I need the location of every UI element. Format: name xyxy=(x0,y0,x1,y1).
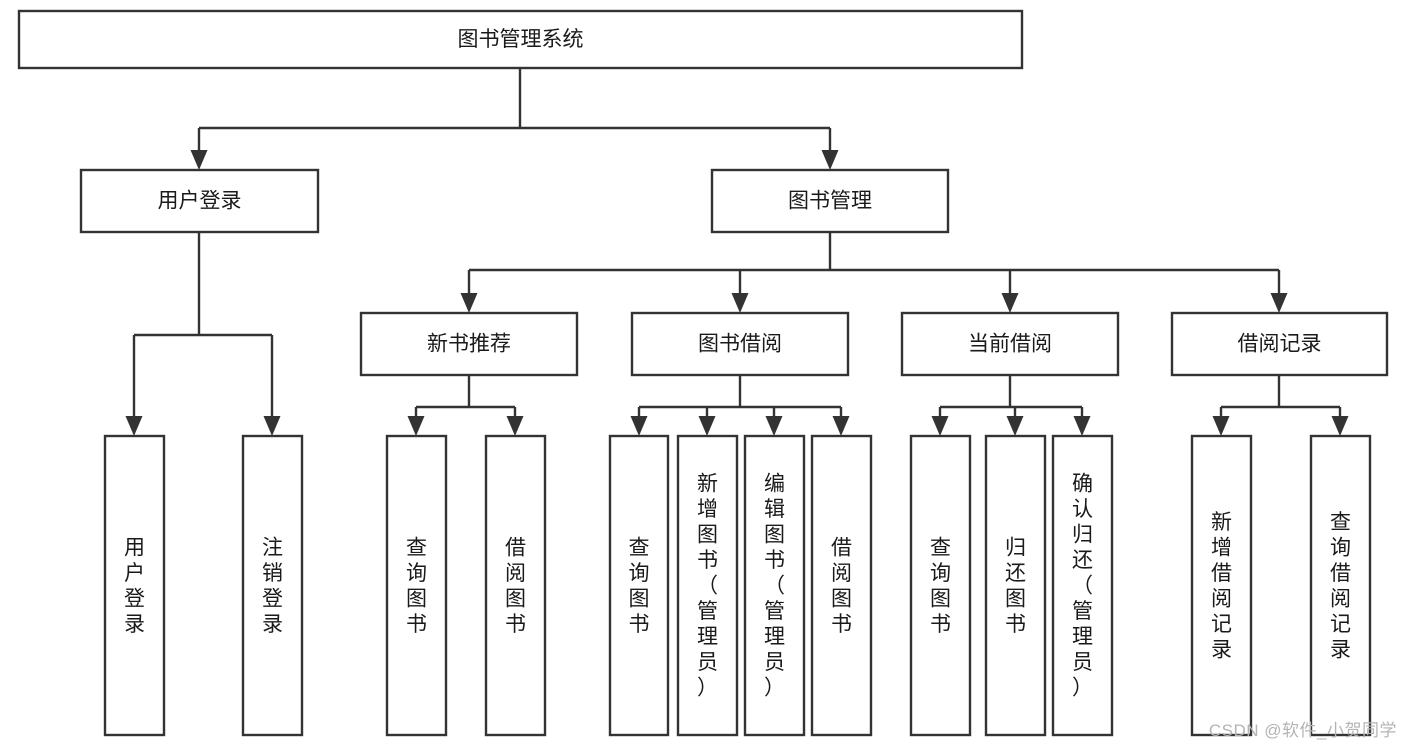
node-label: 新增图书（管理员） xyxy=(697,473,718,700)
node-label: 借阅记录 xyxy=(1238,333,1322,356)
node-label: 新书推荐 xyxy=(427,333,511,356)
edge-arrowhead xyxy=(1212,416,1230,436)
node-box[interactable] xyxy=(1051,434,1114,737)
node-box[interactable] xyxy=(710,168,950,234)
node-label: 查询图书 xyxy=(930,536,951,636)
node-leaf-借阅图书[interactable]: 借阅图书 xyxy=(810,434,873,737)
edge-arrowhead xyxy=(931,416,949,436)
edge-group xyxy=(125,232,281,436)
edge-arrowhead xyxy=(1331,416,1349,436)
node-box[interactable] xyxy=(1190,434,1253,737)
node-leaf-查询图书[interactable]: 查询图书 xyxy=(909,434,972,737)
node-box[interactable] xyxy=(676,434,739,737)
node-label: 图书借阅 xyxy=(698,333,782,356)
node-leaf-查询借阅记录[interactable]: 查询借阅记录 xyxy=(1309,434,1372,737)
node-label: 归还图书 xyxy=(1005,536,1026,636)
node-label: 新增借阅记录 xyxy=(1211,511,1232,662)
node-box[interactable] xyxy=(608,434,670,737)
node-label: 查询图书 xyxy=(406,536,427,636)
node-label: 查询图书 xyxy=(629,536,650,636)
node-box[interactable] xyxy=(900,311,1120,377)
edge-arrowhead xyxy=(765,416,783,436)
node-box[interactable] xyxy=(241,434,304,737)
node-label: 查询借阅记录 xyxy=(1330,511,1351,662)
node-leaf-查询图书[interactable]: 查询图书 xyxy=(608,434,670,737)
node-label: 编辑图书（管理员） xyxy=(764,473,785,700)
node-label: 借阅图书 xyxy=(505,536,526,636)
node-level2-图书借阅[interactable]: 图书借阅 xyxy=(630,311,850,377)
node-leaf-归还图书[interactable]: 归还图书 xyxy=(984,434,1047,737)
node-label: 借阅图书 xyxy=(831,536,852,636)
node-leaf-用户登录[interactable]: 用户登录 xyxy=(103,434,166,737)
edge-arrowhead xyxy=(832,416,850,436)
node-box[interactable] xyxy=(1170,311,1389,377)
node-label: 图书管理系统 xyxy=(458,28,584,51)
edge-group xyxy=(190,68,839,170)
edge-arrowhead xyxy=(821,150,839,170)
node-label: 确认归还（管理员） xyxy=(1072,473,1093,700)
node-leaf-确认归还管理员[interactable]: 确认归还（管理员） xyxy=(1051,434,1114,737)
node-level2-新书推荐[interactable]: 新书推荐 xyxy=(359,311,579,377)
node-label: 用户登录 xyxy=(158,190,242,213)
edge-arrowhead xyxy=(125,416,143,436)
node-label: 图书管理 xyxy=(788,190,872,213)
node-box[interactable] xyxy=(103,434,166,737)
edge-arrowhead xyxy=(1073,416,1091,436)
edge-arrowhead xyxy=(1006,416,1024,436)
edge-group xyxy=(460,232,1288,313)
nodes-layer: 图书管理系统用户登录图书管理新书推荐图书借阅当前借阅借阅记录用户登录注销登录查询… xyxy=(17,9,1389,737)
node-box[interactable] xyxy=(810,434,873,737)
edge-arrowhead xyxy=(190,150,208,170)
node-leaf-注销登录[interactable]: 注销登录 xyxy=(241,434,304,737)
node-leaf-新增借阅记录[interactable]: 新增借阅记录 xyxy=(1190,434,1253,737)
node-level1-用户登录[interactable]: 用户登录 xyxy=(79,168,320,234)
edge-group xyxy=(630,375,850,436)
node-box[interactable] xyxy=(359,311,579,377)
edge-arrowhead xyxy=(1001,293,1019,313)
edge-arrowhead xyxy=(506,416,524,436)
edge-group xyxy=(931,375,1091,436)
node-root-图书管理系统[interactable]: 图书管理系统 xyxy=(17,9,1024,70)
node-box[interactable] xyxy=(17,9,1024,70)
node-level2-当前借阅[interactable]: 当前借阅 xyxy=(900,311,1120,377)
edge-arrowhead xyxy=(407,416,425,436)
node-leaf-编辑图书管理员[interactable]: 编辑图书（管理员） xyxy=(743,434,806,737)
node-box[interactable] xyxy=(630,311,850,377)
node-box[interactable] xyxy=(79,168,320,234)
node-label: 用户登录 xyxy=(124,536,145,636)
edge-arrowhead xyxy=(731,293,749,313)
node-level1-图书管理[interactable]: 图书管理 xyxy=(710,168,950,234)
node-leaf-查询图书[interactable]: 查询图书 xyxy=(385,434,448,737)
edge-arrowhead xyxy=(698,416,716,436)
node-box[interactable] xyxy=(484,434,547,737)
node-label: 注销登录 xyxy=(262,536,283,636)
edges-layer xyxy=(125,68,1349,436)
node-box[interactable] xyxy=(743,434,806,737)
node-box[interactable] xyxy=(909,434,972,737)
node-box[interactable] xyxy=(984,434,1047,737)
edge-arrowhead xyxy=(460,293,478,313)
edge-arrowhead xyxy=(630,416,648,436)
watermark-text: CSDN @软件_小贺同学 xyxy=(1208,721,1397,740)
edge-group xyxy=(1212,375,1349,436)
node-box[interactable] xyxy=(385,434,448,737)
node-box[interactable] xyxy=(1309,434,1372,737)
edge-arrowhead xyxy=(263,416,281,436)
node-leaf-借阅图书[interactable]: 借阅图书 xyxy=(484,434,547,737)
node-leaf-新增图书管理员[interactable]: 新增图书（管理员） xyxy=(676,434,739,737)
node-level2-借阅记录[interactable]: 借阅记录 xyxy=(1170,311,1389,377)
node-label: 当前借阅 xyxy=(968,333,1052,356)
edge-arrowhead xyxy=(1270,293,1288,313)
edge-group xyxy=(407,375,524,436)
